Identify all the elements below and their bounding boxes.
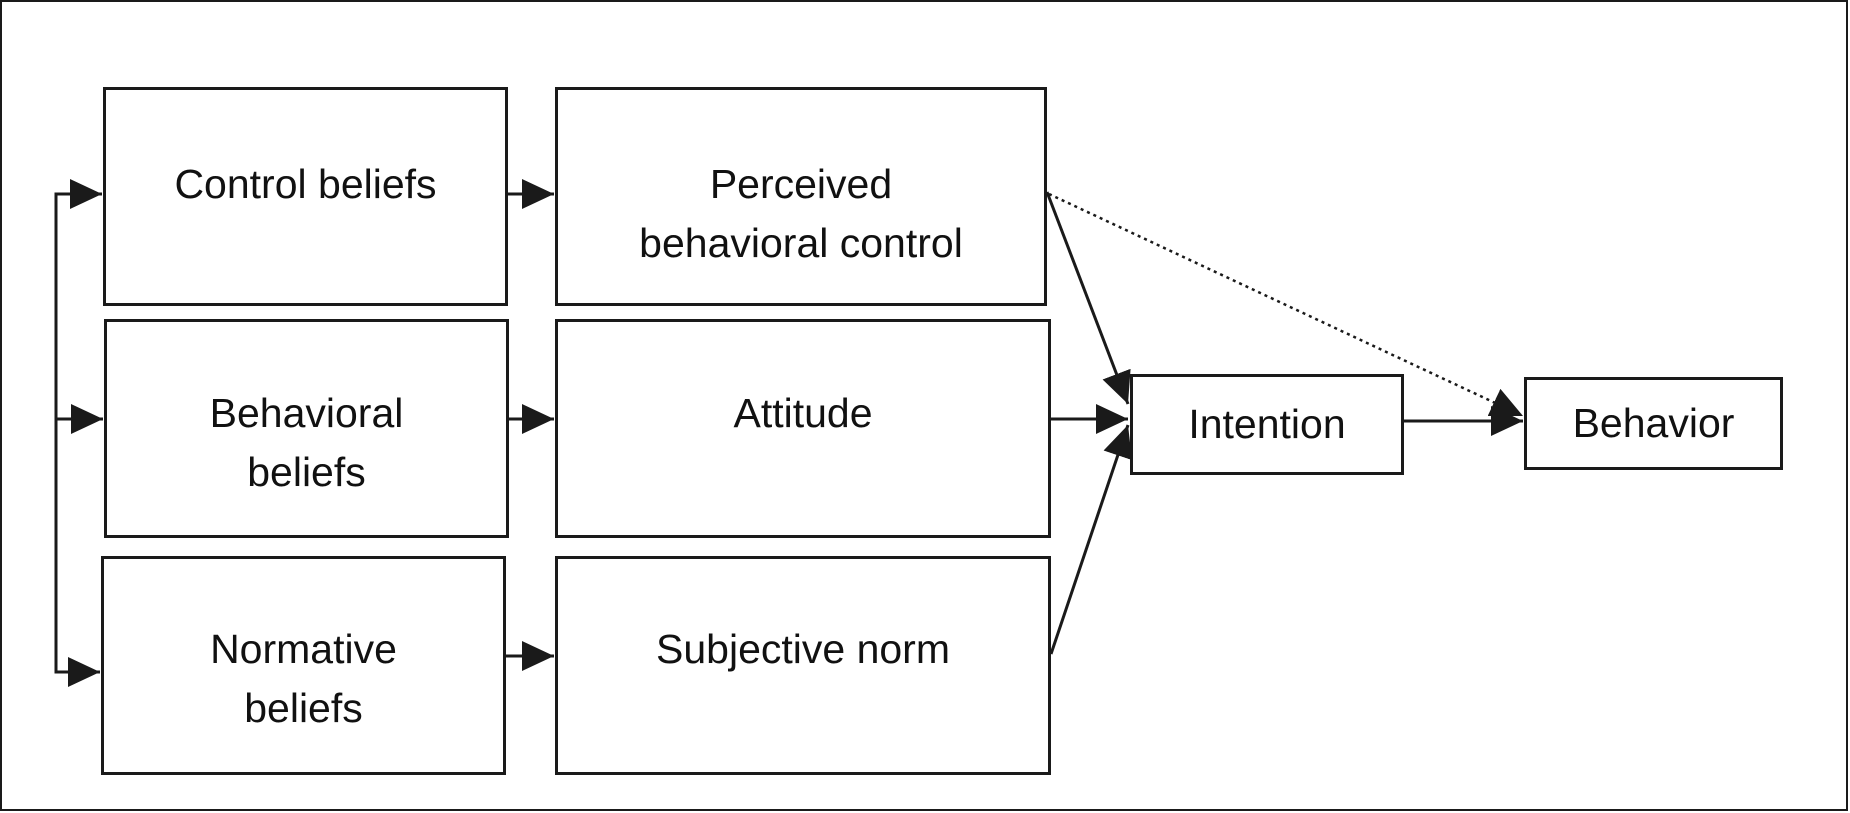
perceived-behavioral-control-label: Perceived behavioral control [639, 161, 963, 266]
normative-beliefs-label: Normative beliefs [210, 626, 397, 731]
behavior-label: Behavior [1572, 400, 1735, 446]
behavior-box: Behavior [1524, 377, 1783, 470]
control-beliefs-box: Control beliefs [103, 87, 508, 306]
arrow-subjective-norm-to-intention [1049, 424, 1133, 655]
control-beliefs-label: Control beliefs [174, 161, 437, 207]
normative-beliefs-box: Normative beliefs [101, 556, 506, 775]
arrow-pbc-to-behavior-dotted [1048, 192, 1524, 418]
arrow-pbc-to-intention [1045, 191, 1131, 405]
subjective-norm-box: Subjective norm [555, 556, 1051, 775]
attitude-label: Attitude [733, 390, 873, 436]
intention-box: Intention [1130, 374, 1404, 475]
attitude-box: Attitude [555, 319, 1051, 538]
behavioral-beliefs-box: Behavioral beliefs [104, 319, 509, 538]
subjective-norm-label: Subjective norm [656, 626, 950, 672]
beliefs-bracket-line [54, 192, 72, 674]
intention-label: Intention [1188, 401, 1346, 447]
behavioral-beliefs-label: Behavioral beliefs [209, 390, 404, 495]
perceived-behavioral-control-box: Perceived behavioral control [555, 87, 1047, 306]
